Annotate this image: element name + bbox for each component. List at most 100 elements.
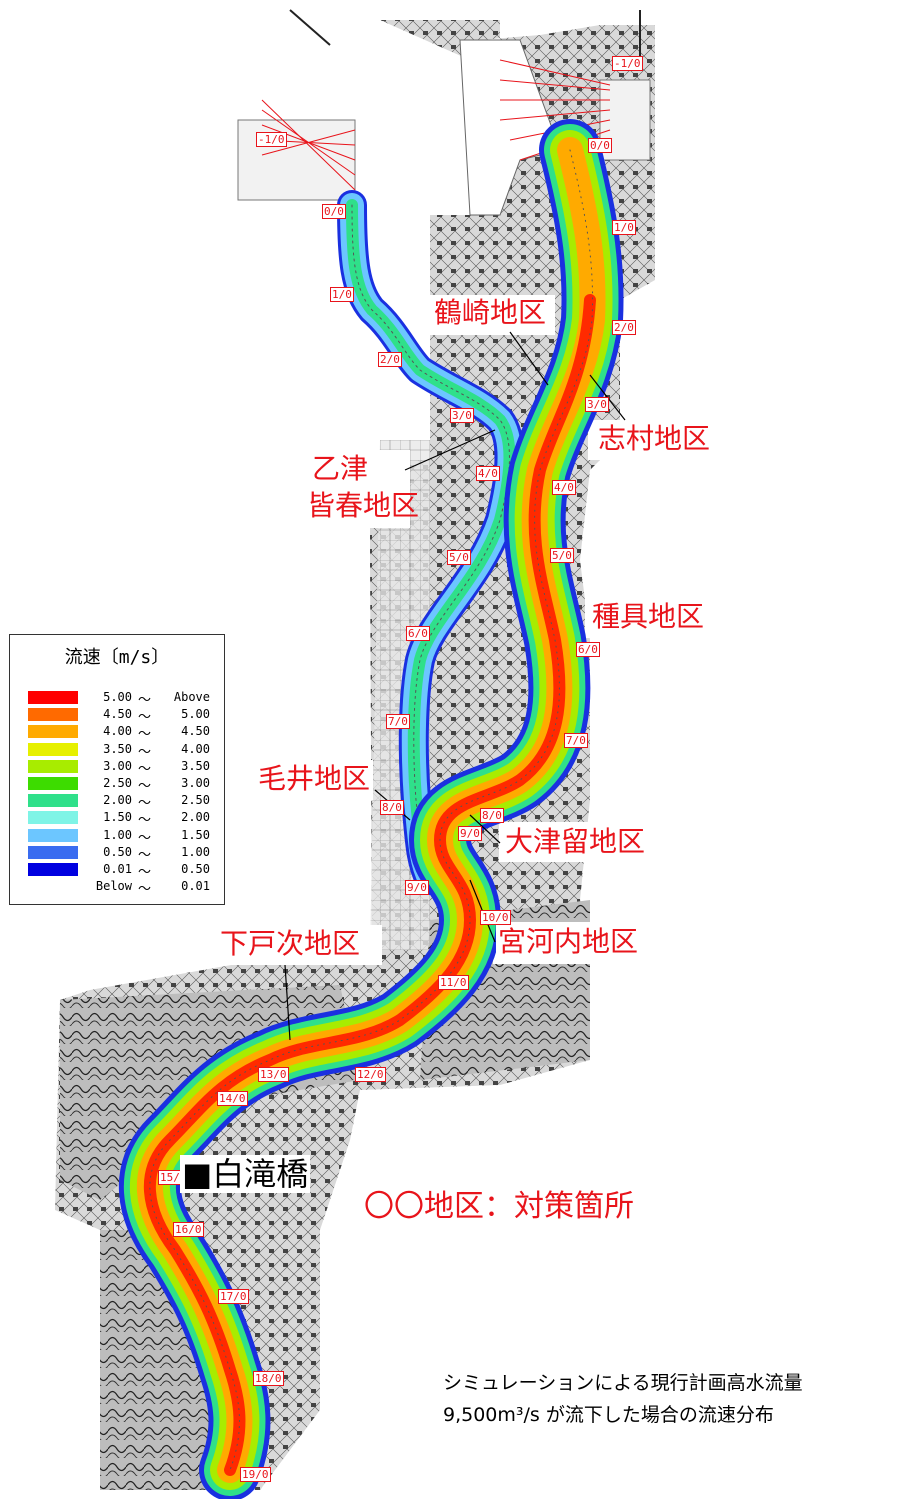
- station-marker: 9/0: [458, 826, 482, 841]
- caption-line-1: シミュレーションによる現行計画高水流量: [443, 1372, 803, 1394]
- legend-swatch: [28, 811, 78, 825]
- legend-swatch: [28, 794, 78, 808]
- station-marker: 6/0: [406, 626, 430, 641]
- legend-upper-bound: 1.50: [181, 827, 210, 842]
- legend-range-sep: 〜: [138, 710, 152, 726]
- station-marker: 13/0: [258, 1067, 289, 1082]
- legend-swatch: [28, 863, 78, 876]
- station-marker: 2/0: [378, 352, 402, 367]
- legend-upper-bound: 0.01: [181, 879, 210, 894]
- station-marker: 8/0: [380, 800, 404, 815]
- station-marker: 9/0: [405, 880, 429, 895]
- station-marker: 19/0: [240, 1467, 271, 1482]
- legend-range-sep: 〜: [138, 865, 152, 880]
- legend-upper-bound: 4.00: [181, 741, 210, 756]
- legend-swatch: [28, 845, 78, 859]
- station-marker: -1/0: [256, 132, 287, 147]
- legend-row: 2.00 〜 2.50: [28, 793, 218, 811]
- legend-lower-bound: 0.01: [103, 862, 132, 876]
- station-marker: 4/0: [552, 480, 576, 495]
- legend-upper-bound: 2.50: [181, 793, 210, 808]
- legend-lower-bound: 4.50: [103, 707, 132, 722]
- station-marker: 3/0: [450, 408, 474, 423]
- legend-row: 1.50〜2.00: [28, 810, 218, 828]
- legend-lower-bound: 3.00: [103, 758, 132, 773]
- legend-row: 3.50 〜 4.00: [28, 741, 218, 760]
- legend-title: 流速〔m/s〕: [64, 647, 170, 668]
- legend-range-sep: 〜: [138, 813, 152, 829]
- station-marker: 7/0: [386, 714, 410, 729]
- legend-swatch: [28, 777, 78, 790]
- legend-lower-bound: 4.00: [103, 724, 132, 739]
- legend-row: 0.01 〜 0.50: [28, 862, 218, 880]
- legend-range-sep: 〜: [138, 847, 152, 863]
- station-marker: 5/0: [447, 550, 471, 565]
- legend-swatch: [28, 828, 78, 842]
- legend-row: 2.50 〜 3.00: [28, 776, 218, 794]
- legend-swatch: [28, 759, 78, 773]
- legend-range-sep: 〜: [138, 727, 152, 743]
- station-marker: 8/0: [480, 808, 504, 823]
- legend-range-sep: 〜: [138, 744, 152, 760]
- legend-range-sep: 〜: [138, 779, 152, 794]
- legend-upper-bound: 4.50: [181, 724, 210, 739]
- figure-caption: シミュレーションによる現行計画高水流量 9,500m³/s が流下した場合の流速…: [443, 1367, 803, 1431]
- legend-lower-bound: Below: [95, 879, 132, 894]
- legend-range-sep: 〜: [138, 796, 152, 812]
- district-label-miyagouchi: 宮河内地区: [496, 925, 641, 959]
- legend-range-sep: 〜: [138, 830, 152, 846]
- legend-range-sep: 〜: [138, 882, 152, 898]
- district-label-shimotoji: 下戸次地区: [218, 927, 363, 961]
- legend-lower-bound: 2.50: [103, 776, 132, 790]
- legend-row: 4.00 〜 4.50: [28, 724, 218, 742]
- legend-lower-bound: 2.00: [103, 793, 132, 808]
- legend-lower-bound: 1.50: [103, 810, 132, 825]
- caption-line-2: 9,500m³/s が流下した場合の流速分布: [443, 1404, 774, 1426]
- district-label-tanegu: 種具地区: [590, 600, 707, 634]
- legend-range-sep: 〜: [138, 693, 152, 708]
- station-marker: 0/0: [588, 138, 612, 153]
- district-label-shimura: 志村地区: [596, 422, 713, 456]
- legend-row: 5.00 〜 Above: [28, 690, 218, 708]
- station-marker: 5/0: [550, 548, 574, 563]
- legend-upper-bound: 5.00: [181, 707, 210, 722]
- legend-row: 1.00〜1.50: [28, 827, 218, 846]
- velocity-legend: 流速〔m/s〕 5.00 〜 Above 4.50 〜 5.00 4.00 〜 4.50 3.50…: [9, 634, 225, 905]
- district-label-minaharu: 皆春地区: [307, 489, 420, 522]
- station-marker: 10/0: [480, 910, 511, 925]
- station-marker: 11/0: [438, 975, 469, 990]
- legend-swatch: [28, 708, 78, 722]
- station-marker: 12/0: [355, 1067, 386, 1082]
- legend-swatch: [28, 725, 78, 739]
- legend-row: Below 〜 0.01: [28, 879, 218, 897]
- legend-upper-bound: 0.50: [181, 862, 210, 876]
- legend-swatch: [28, 880, 78, 894]
- legend-upper-bound: 3.50: [181, 758, 210, 773]
- legend-lower-bound: 3.50: [103, 741, 132, 756]
- station-marker: 2/0: [612, 320, 636, 335]
- legend-lower-bound: 5.00: [103, 690, 132, 704]
- district-label-tsurusaki: 鶴崎地区: [432, 296, 549, 330]
- legend-row: 3.00 〜 3.50: [28, 758, 218, 777]
- station-marker: 1/0: [330, 287, 354, 302]
- legend-upper-bound: Above: [173, 690, 210, 704]
- legend-row: 4.50 〜 5.00: [28, 707, 218, 725]
- district-label-kei: 毛井地区: [256, 762, 373, 796]
- legend-swatch: [28, 742, 78, 756]
- station-marker: 17/0: [218, 1289, 249, 1304]
- legend-range-sep: 〜: [138, 761, 152, 777]
- station-marker: 1/0: [612, 220, 636, 235]
- legend-swatch: [28, 691, 78, 704]
- district-label-otozu: 乙津: [312, 452, 369, 485]
- legend-upper-bound: 1.00: [181, 844, 210, 859]
- station-marker: 0/0: [322, 204, 346, 219]
- legend-row: 0.50〜1.00: [28, 844, 218, 863]
- station-marker: 18/0: [253, 1371, 284, 1386]
- station-marker: 16/0: [173, 1222, 204, 1237]
- station-marker: 6/0: [576, 642, 600, 657]
- station-marker: 3/0: [585, 397, 609, 412]
- legend-upper-bound: 3.00: [181, 776, 210, 790]
- station-marker: -1/0: [612, 56, 643, 71]
- main-river: [119, 119, 624, 1499]
- station-marker: 4/0: [476, 466, 500, 481]
